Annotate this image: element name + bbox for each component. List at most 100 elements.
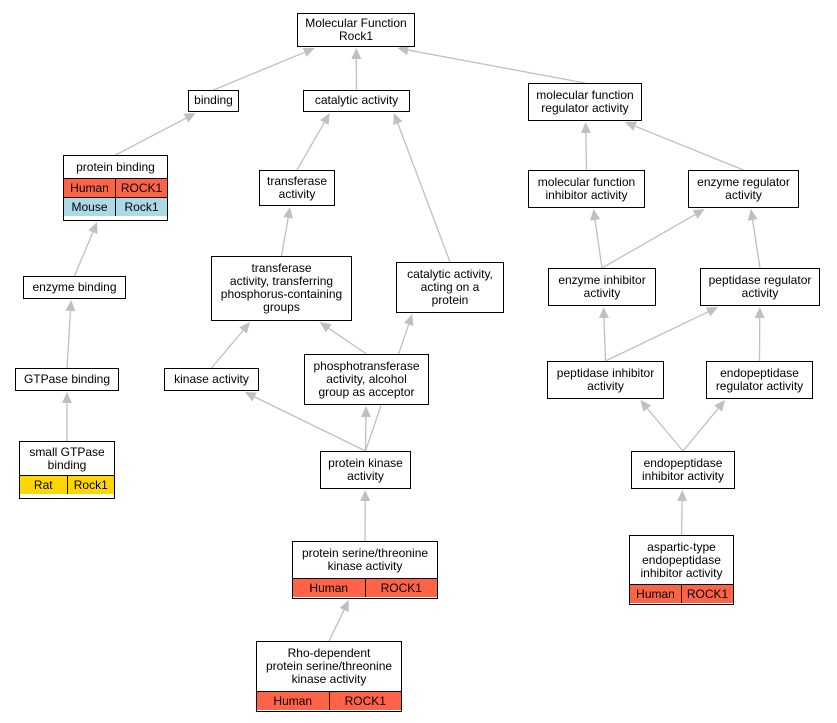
species-cell: Mouse <box>71 199 108 214</box>
edge-arrowhead <box>714 400 726 412</box>
node-enzyme-binding[interactable]: enzyme binding <box>23 276 126 299</box>
edge-endoinhib-to-pepinhib <box>646 408 684 452</box>
gene-cell: ROCK1 <box>364 579 438 597</box>
edge-gtpbind-to-enzbind <box>66 310 72 369</box>
edge-arrowhead <box>640 400 652 412</box>
edge-arrowhead <box>302 47 315 57</box>
node-gtpase-binding[interactable]: GTPase binding <box>15 368 119 391</box>
node-label: catalytic activity, acting on a protein <box>407 266 493 307</box>
edge-arrowhead <box>351 48 362 60</box>
edge-endoinhib-to-endoreg <box>682 408 719 452</box>
node-enzyme-regulator-activity[interactable]: enzyme regulator activity <box>688 170 799 208</box>
edge-arrowhead <box>580 122 591 134</box>
annotation-table: Rat Rock1 <box>20 475 114 494</box>
edge-arrowhead <box>62 392 72 403</box>
node-label: enzyme binding <box>32 279 117 294</box>
edge-arrowhead <box>393 113 403 126</box>
edge-arrowhead <box>183 113 196 123</box>
node-protein-kinase-activity[interactable]: protein kinase activity <box>320 451 411 489</box>
species-cell: Rat <box>33 477 53 492</box>
species-cell: Human <box>273 693 313 708</box>
node-peptidase-inhibitor-activity[interactable]: peptidase inhibitor activity <box>547 361 664 399</box>
node-label: endopeptidase regulator activity <box>715 365 804 393</box>
node-binding[interactable]: binding <box>188 90 239 112</box>
gene-cell: ROCK1 <box>328 692 402 710</box>
node-molecular-function-inhibitor-activity[interactable]: molecular function inhibitor activity <box>528 170 645 208</box>
annotation-table: Human ROCK1 Mouse Rock1 <box>64 178 167 216</box>
edge-phosalc-to-transphos <box>328 327 367 355</box>
node-endopeptidase-regulator-activity[interactable]: endopeptidase regulator activity <box>706 361 813 399</box>
node-label: Rho-dependent protein serine/threonine k… <box>265 646 393 686</box>
edge-arrowhead <box>65 300 76 312</box>
edge-kinase-to-transphos <box>211 330 244 369</box>
node-label: aspartic-type endopeptidase inhibitor ac… <box>640 539 723 580</box>
species-cell: Human <box>309 580 349 595</box>
edge-enzreg-to-mfreg <box>634 125 744 171</box>
node-label: molecular function regulator activity <box>536 87 634 115</box>
node-kinase-activity[interactable]: kinase activity <box>164 368 259 391</box>
node-asparctic-type-endopeptidase-inhibitor-activity[interactable]: aspartic-type endopeptidase inhibitor ac… <box>629 535 734 605</box>
gene-cell: Rock1 <box>115 198 167 216</box>
edge-rhodep-to-serthr <box>328 609 345 642</box>
node-label: binding <box>194 93 233 107</box>
node-label: peptidase regulator activity <box>708 272 812 300</box>
node-phosphotransferase-alcohol-acceptor[interactable]: phosphotransferase activity, alcohol gro… <box>304 354 429 405</box>
node-catalytic-activity[interactable]: catalytic activity <box>303 90 410 112</box>
node-molecular-function-regulator-activity[interactable]: molecular function regulator activity <box>528 83 642 121</box>
annotation-table: Human ROCK1 <box>257 691 401 710</box>
edge-pepreg-to-enzreg <box>751 219 761 269</box>
annotation-row: Human ROCK1 <box>257 692 401 710</box>
node-label: catalytic activity <box>314 93 399 107</box>
gene-cell: ROCK1 <box>681 585 733 603</box>
node-label: small GTPase binding <box>29 444 105 472</box>
edge-pepinhib-to-pepreg <box>605 311 709 362</box>
node-label: enzyme inhibitor activity <box>558 272 646 300</box>
species-cell: Human <box>70 180 109 195</box>
node-label: transferase activity, transferring phosp… <box>220 261 343 314</box>
node-endopeptidase-inhibitor-activity[interactable]: endopeptidase inhibitor activity <box>631 451 735 489</box>
annotation-row: Human ROCK1 <box>293 579 437 597</box>
annotation-table: Human ROCK1 <box>293 578 437 597</box>
edge-protkin-to-kinase <box>254 396 366 452</box>
node-label: protein kinase activity <box>328 455 403 483</box>
annotation-row: Mouse Rock1 <box>64 197 167 216</box>
annotation-row: Human ROCK1 <box>630 585 733 603</box>
edge-transferase-to-catalytic <box>296 122 325 171</box>
node-label: GTPase binding <box>23 371 111 386</box>
edge-aspartic-to-endoinhib <box>680 500 683 536</box>
node-protein-serine-threonine-kinase-activity[interactable]: protein serine/threonine kinase activity… <box>292 541 438 599</box>
edge-arrowhead <box>244 392 257 402</box>
edge-arrowhead <box>677 490 688 502</box>
edge-enzbind-to-protbind <box>73 231 94 277</box>
gene-cell: ROCK1 <box>115 179 167 197</box>
species-cell: Human <box>636 586 675 601</box>
node-peptidase-regulator-activity[interactable]: peptidase regulator activity <box>700 268 820 306</box>
edge-enzinhib-to-mfinhib <box>594 219 603 269</box>
edge-arrowhead <box>403 314 414 327</box>
node-rho-dependent-kinase-activity[interactable]: Rho-dependent protein serine/threonine k… <box>256 641 402 712</box>
node-enzyme-inhibitor-activity[interactable]: enzyme inhibitor activity <box>548 268 656 306</box>
node-catalytic-activity-acting-on-protein[interactable]: catalytic activity, acting on a protein <box>396 262 504 313</box>
edge-transphos-to-transferase <box>280 217 289 257</box>
edge-arrowhead <box>598 307 609 319</box>
edge-arrowhead <box>360 490 371 502</box>
edge-arrowhead <box>319 113 330 126</box>
edge-arrowhead <box>88 222 98 235</box>
node-protein-binding[interactable]: protein binding Human ROCK1 Mouse Rock1 <box>63 155 168 221</box>
node-transferase-activity[interactable]: transferase activity <box>259 170 335 206</box>
node-small-gtpase-binding[interactable]: small GTPase binding Rat Rock1 <box>19 441 115 499</box>
node-label: enzyme regulator activity <box>697 174 790 202</box>
edge-arrowhead <box>339 600 349 613</box>
node-transferase-phosphorus-groups[interactable]: transferase activity, transferring phosp… <box>211 256 352 321</box>
edge-arrowhead <box>624 121 637 131</box>
edge-arrowhead <box>360 406 371 418</box>
edge-enzinhib-to-enzreg <box>601 213 696 269</box>
edge-arrowhead <box>692 209 705 219</box>
node-label: transferase activity <box>266 173 328 201</box>
annotation-table: Human ROCK1 <box>630 584 733 603</box>
node-molecular-function-root[interactable]: Molecular Function Rock1 <box>297 13 415 47</box>
node-label: protein serine/threonine kinase activity <box>301 546 429 573</box>
node-label: Molecular Function Rock1 <box>305 15 407 43</box>
node-label: peptidase inhibitor activity <box>556 365 655 393</box>
